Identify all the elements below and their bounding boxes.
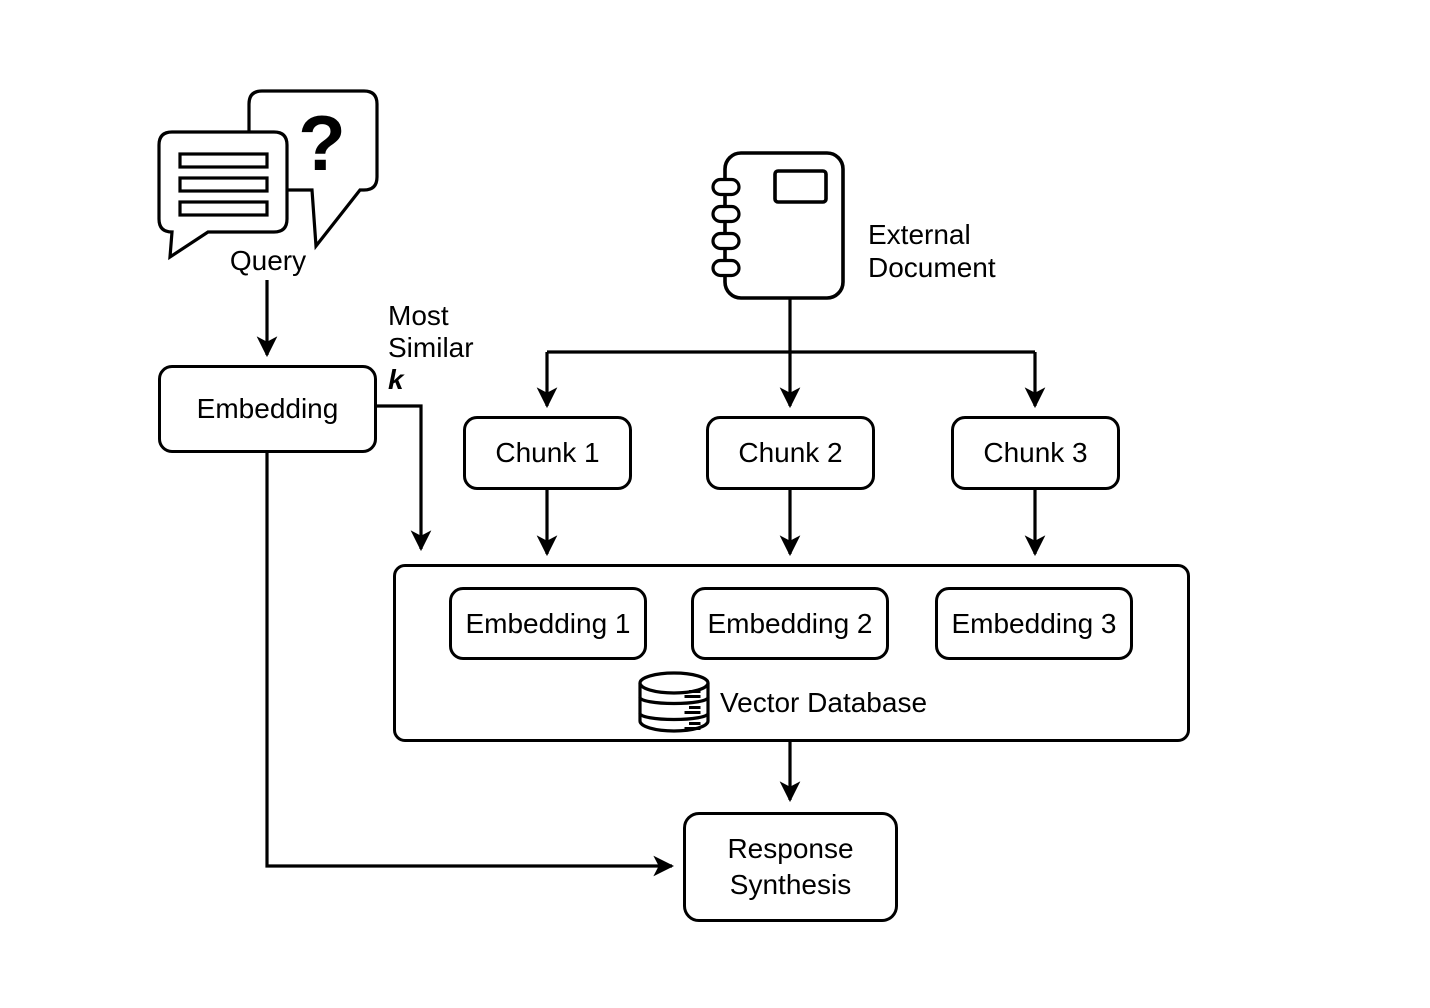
message-bubble xyxy=(157,130,289,261)
chunk-1-label: Chunk 1 xyxy=(495,437,600,469)
response-synthesis-box: Response Synthesis xyxy=(683,812,898,922)
chunk-1-box: Chunk 1 xyxy=(463,416,632,490)
notebook-rings xyxy=(711,177,741,278)
arrow-embedding-to-vectordb xyxy=(377,404,432,552)
embedding-1-box: Embedding 1 xyxy=(449,587,647,660)
most-similar-k-label: Most Similar k xyxy=(388,300,474,396)
chunk-3-label: Chunk 3 xyxy=(983,437,1088,469)
vector-database-label: Vector Database xyxy=(720,687,928,718)
embedding-1-label: Embedding 1 xyxy=(465,607,631,639)
question-bubble xyxy=(247,89,379,251)
chunk-2-label: Chunk 2 xyxy=(738,437,843,469)
document-split-connector xyxy=(547,298,1035,354)
chunk-3-box: Chunk 3 xyxy=(951,416,1120,490)
response-synthesis-line1: Response xyxy=(727,833,854,865)
question-mark-glyph: ? xyxy=(298,99,346,187)
query-label: Query xyxy=(229,245,307,276)
database-top xyxy=(638,671,710,695)
external-document-line1: External xyxy=(868,219,971,250)
chunk-2-box: Chunk 2 xyxy=(706,416,875,490)
database-dashes xyxy=(684,690,701,730)
arrow-embedding-to-response xyxy=(265,453,675,877)
message-text-lines xyxy=(178,152,269,217)
response-synthesis-line2: Synthesis xyxy=(729,869,852,900)
most-similar-line1: Most xyxy=(388,300,449,331)
notebook-label xyxy=(773,169,828,204)
embedding-box-label: Embedding xyxy=(196,393,339,425)
embedding-3-label: Embedding 3 xyxy=(951,607,1117,639)
most-similar-line2: Similar xyxy=(388,332,474,363)
external-document-label: External Document xyxy=(868,218,996,284)
connectors xyxy=(256,280,1046,877)
external-document-icon xyxy=(711,151,845,300)
embedding-2-box: Embedding 2 xyxy=(691,587,889,660)
most-similar-k: k xyxy=(388,364,404,395)
embedding-box: Embedding xyxy=(158,365,377,453)
query-icon: ? xyxy=(157,89,379,261)
external-document-line2: Document xyxy=(868,252,996,283)
database-bands xyxy=(638,696,710,722)
embedding-3-box: Embedding 3 xyxy=(935,587,1133,660)
embedding-2-label: Embedding 2 xyxy=(707,607,873,639)
database-icon xyxy=(638,671,710,733)
